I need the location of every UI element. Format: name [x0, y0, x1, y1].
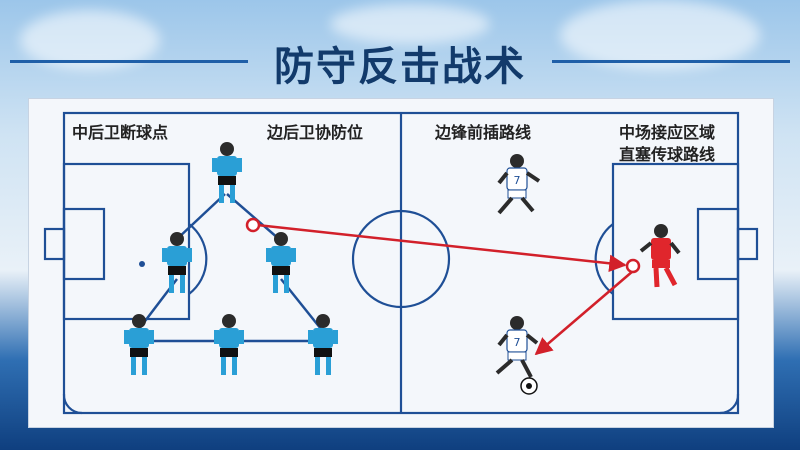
pitch-lines: [43, 111, 759, 415]
right-penalty-arc: [594, 223, 614, 295]
title-right-rule: [552, 60, 790, 63]
left-goal: [43, 227, 66, 261]
shape-line: [226, 193, 280, 240]
label-midfield-zone: 中场接应区域: [619, 123, 716, 142]
corner-arc-bl: [62, 393, 83, 415]
striker-number: 7: [514, 336, 521, 349]
center-circle: [351, 209, 451, 309]
left-penalty-arc: [188, 223, 208, 295]
through-ball-arrow: [534, 270, 634, 356]
receive-point-marker: [625, 258, 641, 274]
right-goal-box: [696, 207, 740, 281]
winger-number: 7: [514, 174, 521, 187]
tactics-board: 7 7: [28, 98, 774, 428]
defender-player-icon: [308, 314, 338, 375]
pass-arrows: [245, 217, 641, 356]
defender-player-icon: [214, 314, 244, 375]
defender-player-icon: [266, 232, 296, 293]
label-cb-interception: 中后卫断球点: [72, 123, 169, 142]
title-left-rule: [10, 60, 248, 63]
title-bar: 防守反击战术: [0, 30, 800, 90]
corner-arc-br: [719, 393, 740, 415]
right-penalty-box: [611, 162, 740, 321]
defender-player-icon: [162, 232, 192, 293]
ball-icon: [520, 377, 538, 395]
striker-player-icon: 7: [495, 316, 539, 378]
left-goal-box: [62, 207, 106, 281]
long-pass-arrow: [256, 223, 627, 272]
midfielder-player-icon: [639, 224, 681, 288]
shape-line: [176, 193, 226, 240]
winger-player-icon: 7: [497, 154, 541, 215]
label-fb-support: 边后卫协防位: [267, 123, 364, 142]
left-penalty-box: [62, 162, 191, 321]
defender-player-icon: [124, 314, 154, 375]
label-through-ball-route: 直塞传球路线: [619, 145, 716, 164]
right-goal: [736, 227, 759, 261]
penalty-spot: [139, 261, 145, 267]
pitch-diagram: 7 7: [43, 111, 759, 415]
defender-player-icon: [212, 142, 242, 203]
interception-point-marker: [245, 217, 261, 233]
page-title: 防守反击战术: [274, 44, 526, 90]
label-winger-run: 边锋前插路线: [435, 123, 532, 142]
